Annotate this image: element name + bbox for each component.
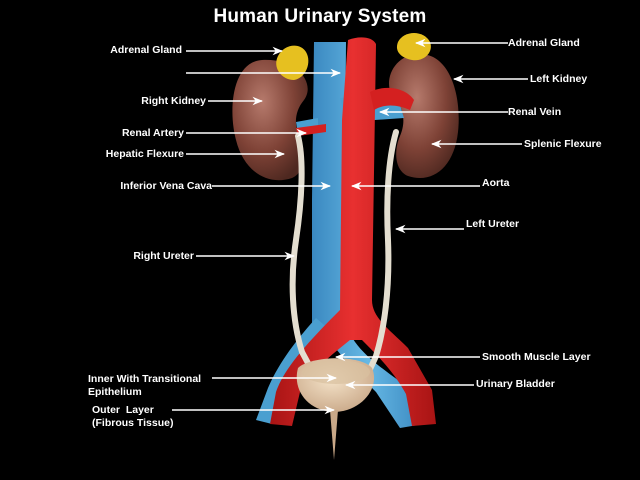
label-inner-epithelium: Inner With Transitional Epithelium [88,373,201,399]
label-aorta: Aorta [482,177,510,189]
right-ureter-shape [289,133,319,381]
urinary-bladder-shape [296,358,375,460]
label-inner-epithelium-line2: Epithelium [88,386,142,398]
label-inferior-vena-cava: Inferior Vena Cava [120,180,212,192]
label-hepatic-flexure: Hepatic Flexure [105,148,184,160]
label-smooth-muscle-layer: Smooth Muscle Layer [482,351,591,363]
label-right-ureter: Right Ureter [133,250,194,262]
label-outer-layer-line2: (Fibrous Tissue) [92,417,174,429]
label-splenic-flexure: Splenic Flexure [524,138,602,150]
label-adrenal-gland-left: Adrenal Gland [508,37,580,49]
label-urinary-bladder: Urinary Bladder [476,378,555,390]
label-arrows [172,38,528,415]
label-inner-epithelium-line1: Inner With Transitional [88,373,202,385]
label-outer-layer: Outer Layer (Fibrous Tissue) [92,404,173,430]
diagram-title: Human Urinary System [213,6,427,27]
label-renal-artery: Renal Artery [121,127,184,139]
adrenal-gland-right-shape [276,45,309,80]
label-renal-vein: Renal Vein [508,106,562,118]
label-outer-layer-line1: Outer Layer [92,404,154,416]
label-left-ureter: Left Ureter [466,218,520,230]
label-right-kidney: Right Kidney [141,95,206,107]
right-kidney-shape [232,59,308,181]
label-left-kidney: Left Kidney [530,73,588,85]
adrenal-gland-left-shape [396,33,431,61]
label-adrenal-gland-right: Adrenal Gland [110,44,182,56]
left-ureter-shape [363,129,399,381]
